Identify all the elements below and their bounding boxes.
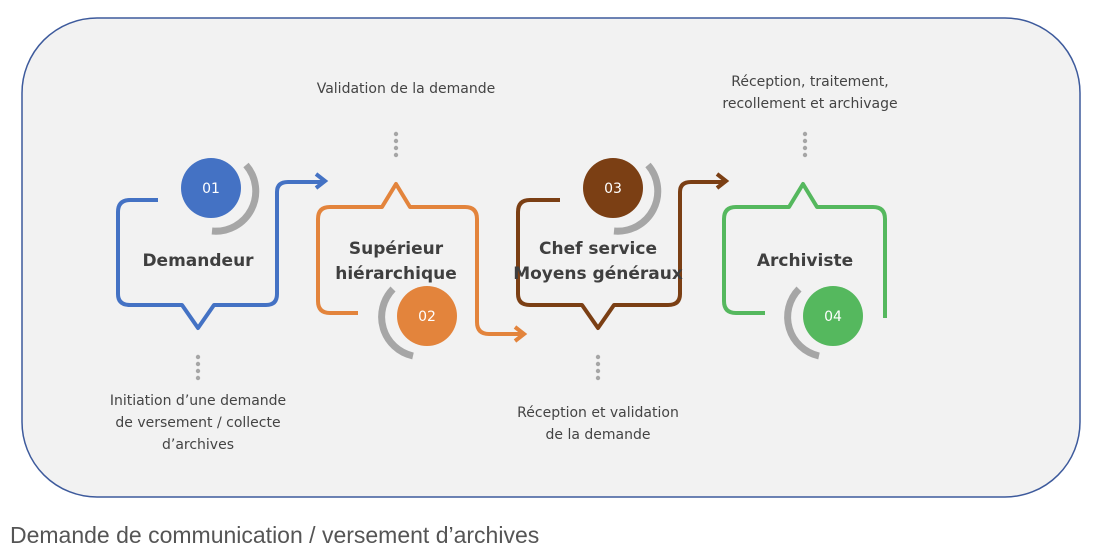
role-label: hiérarchique (335, 264, 457, 284)
role-label: Chef service (539, 239, 657, 259)
role-label: Moyens généraux (513, 264, 683, 284)
step-description: Réception et validation (517, 405, 679, 421)
diagram-frame (21, 17, 1081, 498)
step-number-badge (803, 286, 863, 346)
step-description: Réception, traitement, (731, 74, 889, 90)
step-number: 01 (202, 181, 220, 197)
role-label: Archiviste (757, 251, 853, 271)
step-description: Validation de la demande (317, 81, 496, 97)
step-number-badge (583, 158, 643, 218)
step-4-archiviste: 04 Archiviste (722, 182, 887, 360)
step-number: 03 (604, 181, 622, 197)
step-number-badge (181, 158, 241, 218)
step-description: Initiation d’une demande (110, 393, 286, 409)
step-description: de versement / collecte (115, 415, 280, 431)
step-number: 02 (418, 309, 436, 325)
step-2-superieur: 02 Supérieur hiérarchique (316, 182, 528, 360)
step-3-chef-service: 03 Chef service Moyens généraux (513, 158, 730, 330)
dotted-connectors (195, 131, 808, 381)
step-description: d’archives (162, 437, 234, 453)
step-number: 04 (824, 309, 842, 325)
figure-caption: Demande de communication / versement d’a… (10, 522, 540, 548)
role-label: Demandeur (142, 251, 254, 271)
step-description: recollement et archivage (722, 96, 897, 112)
role-label: Supérieur (349, 239, 444, 259)
step-number-badge (397, 286, 457, 346)
step-description: de la demande (546, 427, 651, 443)
step-1-demandeur: 01 Demandeur (116, 158, 329, 330)
